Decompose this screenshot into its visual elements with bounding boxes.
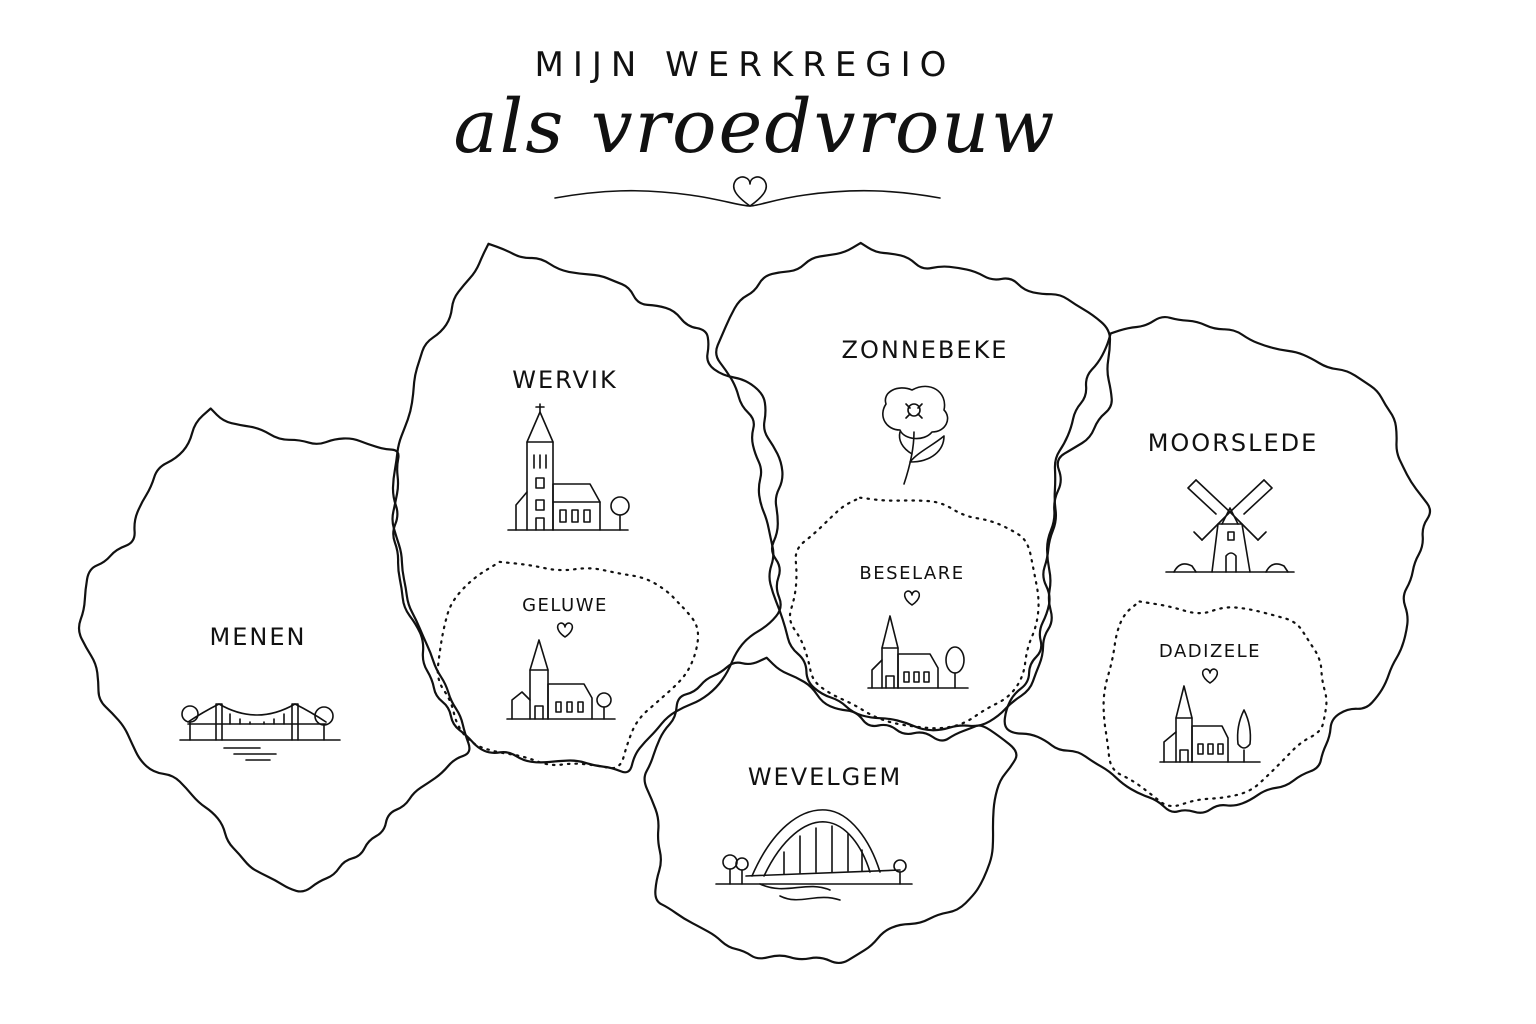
region-menen-outline[interactable] <box>77 407 471 893</box>
heart-icon <box>903 590 921 606</box>
region-zonnebeke-outline[interactable] <box>715 241 1113 732</box>
title-block: MIJN WERKREGIO als vroedvrouw <box>454 45 1057 207</box>
heart-divider-icon <box>554 176 941 207</box>
heart-icon <box>1201 668 1219 684</box>
region-wervik-outline[interactable] <box>391 242 784 774</box>
bridge-icon <box>179 703 341 761</box>
church-icon <box>506 639 616 720</box>
subregion-label-beselare: BESELARE <box>859 563 964 584</box>
subregion-dadizele-outline[interactable] <box>1102 600 1328 808</box>
region-wevelgem-outline[interactable] <box>643 656 1018 965</box>
region-label-moorslede: MOORSLEDE <box>1148 429 1319 457</box>
subregion-beselare-outline[interactable] <box>788 496 1040 730</box>
title-line-2: als vroedvrouw <box>454 84 1057 170</box>
subregion-geluwe-outline[interactable] <box>436 560 700 770</box>
subregion-label-geluwe: GELUWE <box>522 595 608 616</box>
region-moorslede-outline[interactable] <box>1003 315 1432 814</box>
title-line-1: MIJN WERKREGIO <box>535 45 956 85</box>
region-outlines <box>77 241 1432 965</box>
arch-bridge-icon <box>715 809 913 901</box>
church-icon <box>867 615 969 689</box>
subregion-label-dadizele: DADIZELE <box>1159 641 1261 662</box>
heart-icon <box>556 622 574 638</box>
windmill-icon <box>1165 479 1295 573</box>
poppy-icon <box>882 385 949 485</box>
region-label-wevelgem: WEVELGEM <box>748 763 902 791</box>
church-icon <box>507 403 630 531</box>
region-label-menen: MENEN <box>210 623 307 651</box>
region-label-zonnebeke: ZONNEBEKE <box>842 336 1009 364</box>
church-icon <box>1159 685 1261 763</box>
region-label-wervik: WERVIK <box>512 366 618 394</box>
